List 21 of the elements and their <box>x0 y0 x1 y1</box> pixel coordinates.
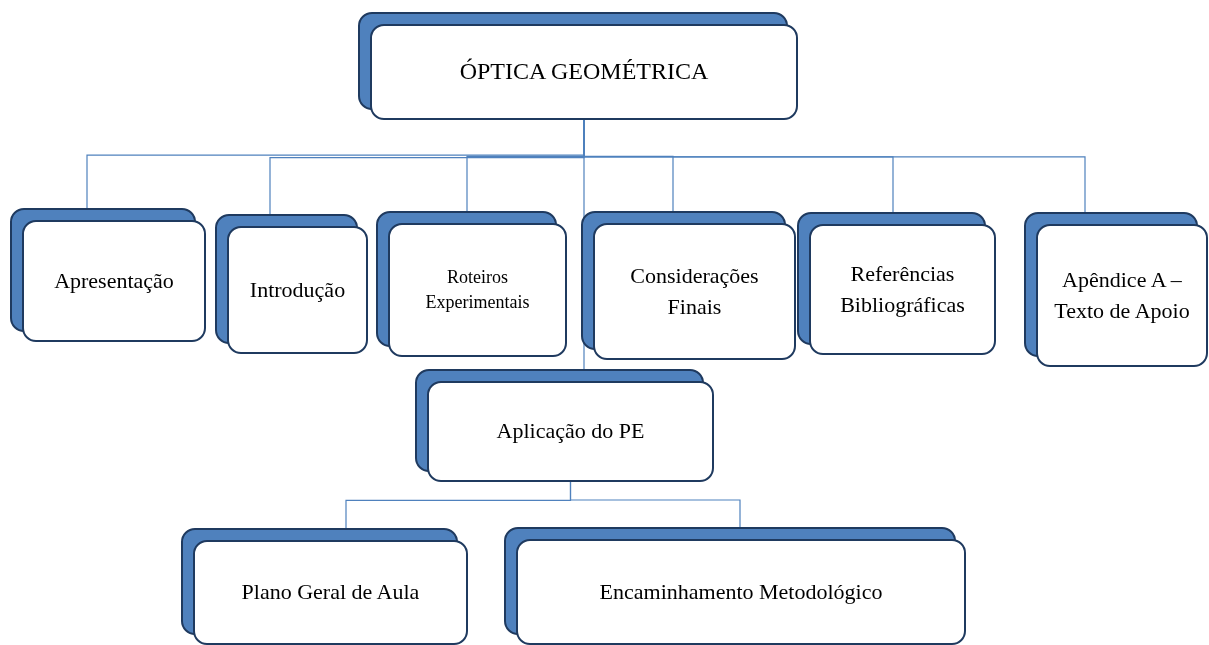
box-label: Apêndice A – Texto de Apoio <box>1053 265 1191 325</box>
process-box <box>504 527 966 645</box>
process-box <box>215 214 368 354</box>
box-label: Considerações Finais <box>629 261 760 321</box>
box-label: Aplicação do PE <box>496 417 645 446</box>
process-box <box>581 211 796 360</box>
process-box <box>10 208 206 342</box>
box-label: Referências Bibliográficas <box>839 259 966 319</box>
box-label: Roteiros Experimentais <box>424 265 531 314</box>
process-box <box>415 369 714 482</box>
process-box <box>376 211 567 357</box>
box-label: Plano Geral de Aula <box>241 578 420 607</box>
box-label: Apresentação <box>54 266 174 295</box>
box-label: ÓPTICA GEOMÉTRICA <box>459 57 709 87</box>
process-box <box>181 528 468 645</box>
box-label: Introdução <box>249 275 346 304</box>
connector-line <box>569 481 741 528</box>
process-box <box>358 12 798 120</box>
process-box <box>797 212 996 355</box>
process-box <box>1024 212 1208 367</box>
box-label: Encaminhamento Metodológico <box>599 577 883 606</box>
